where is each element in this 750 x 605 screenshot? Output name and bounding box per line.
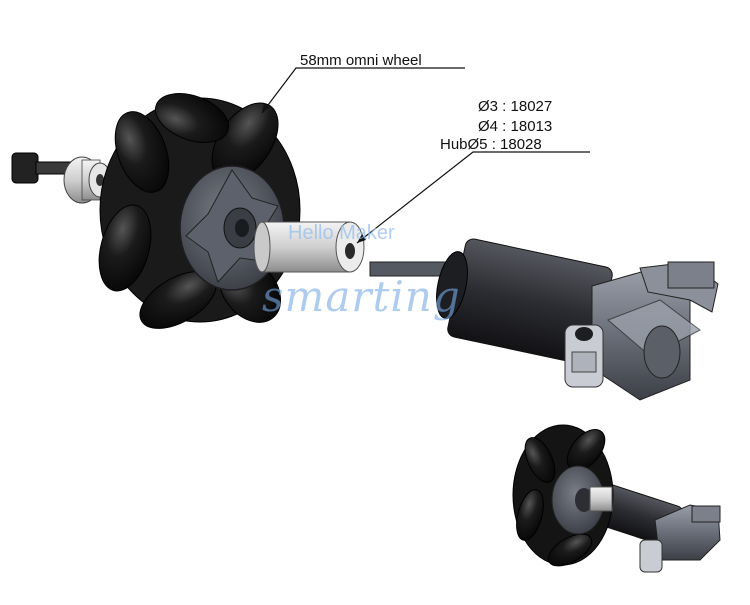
hub-leader-line: [356, 151, 590, 244]
watermark-script: smarting: [262, 272, 461, 321]
hub-spec-row-2: Ø4 : 18013: [478, 118, 553, 135]
hub-spec-row-1: Ø3 : 18027: [478, 98, 553, 115]
hub-spec-row-3: HubØ5 : 18028: [440, 136, 542, 153]
coupling-hub: [253, 221, 365, 273]
hub-leader-arrow: [357, 234, 366, 243]
wheel-leader-arrow: [262, 103, 270, 113]
watermark-text: Hello Maker: [288, 222, 395, 244]
assembled-view: [512, 424, 721, 573]
gearbox-bracket: [564, 261, 719, 401]
wheel-leader-line: [261, 67, 465, 114]
wheel-callout-label: 58mm omni wheel: [300, 52, 422, 69]
